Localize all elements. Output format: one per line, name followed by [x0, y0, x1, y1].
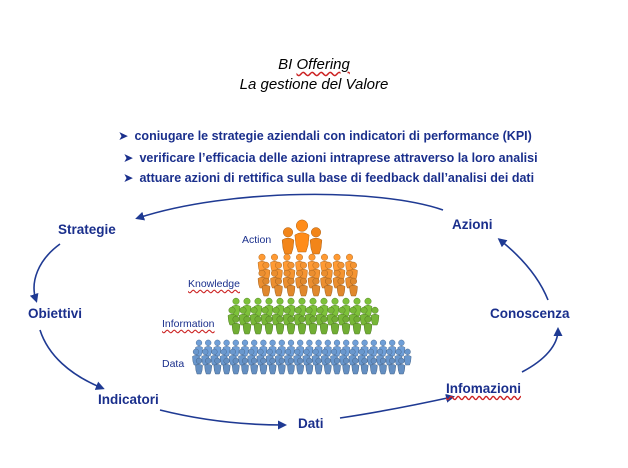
person-data — [259, 357, 268, 375]
arrow-dati-informazioni — [339, 393, 455, 419]
person-knowledge — [311, 277, 321, 297]
arrow-informazioni-conoscenza — [521, 327, 563, 373]
person-data — [403, 348, 412, 366]
arrow-indicatori-dati — [159, 409, 287, 430]
person-information — [341, 315, 351, 335]
person-data — [250, 357, 259, 375]
person-action — [281, 227, 295, 255]
arrow-bullet-icon: ➤ — [123, 171, 134, 185]
node-azioni: Azioni — [452, 217, 493, 232]
person-data — [388, 357, 397, 375]
node-obiettivi: Obiettivi — [28, 306, 83, 321]
person-knowledge — [349, 277, 358, 297]
person-knowledge — [324, 277, 333, 297]
level-label-knowledge: Knowledge — [188, 278, 240, 290]
person-data — [204, 339, 213, 357]
person-information — [286, 315, 296, 335]
person-data — [204, 357, 213, 375]
person-knowledge — [261, 277, 271, 297]
node-strategie: Strategie — [58, 222, 116, 237]
person-data — [397, 357, 406, 375]
person-information — [308, 315, 318, 335]
person-data — [369, 357, 378, 375]
person-knowledge — [286, 277, 296, 297]
arrow-strategie-obiettivi — [29, 243, 61, 303]
person-information — [352, 315, 362, 335]
title-prefix: BI — [278, 56, 297, 73]
person-knowledge — [336, 277, 346, 297]
arrow-obiettivi-indicatori — [39, 329, 105, 390]
person-data — [296, 357, 305, 375]
person-data — [241, 357, 249, 375]
person-data — [277, 357, 286, 375]
arrow-conoscenza-azioni — [497, 238, 549, 301]
bullet-text: coniugare le strategie aziendali con ind… — [134, 129, 532, 143]
person-data — [342, 357, 351, 375]
person-data — [213, 357, 222, 375]
person-information — [253, 315, 263, 335]
person-knowledge — [299, 277, 308, 297]
person-data — [323, 357, 332, 375]
slide-title: BI Offering — [0, 56, 628, 73]
person-data — [351, 357, 360, 375]
person-information — [264, 315, 274, 335]
level-label-information: Information — [162, 318, 215, 330]
person-information — [231, 315, 241, 335]
person-information — [330, 315, 340, 335]
arrow-azioni-strategie — [135, 193, 444, 221]
person-information — [363, 315, 373, 335]
person-data — [314, 357, 323, 375]
person-data — [231, 357, 240, 375]
person-information — [242, 315, 252, 335]
person-information — [275, 315, 285, 335]
level-label-action: Action — [242, 234, 272, 246]
person-data — [305, 357, 314, 375]
bullet-text: verificare l’efficacia delle azioni intr… — [139, 151, 538, 165]
bullet-item: ➤ verificare l’efficacia delle azioni int… — [123, 150, 538, 165]
person-action — [309, 227, 323, 255]
node-conoscenza: Conoscenza — [490, 306, 570, 321]
person-data — [195, 357, 203, 375]
bullet-item: ➤ coniugare le strategie aziendali con in… — [118, 128, 532, 143]
slide-subtitle: La gestione del Valore — [239, 76, 389, 93]
person-data — [268, 357, 277, 375]
person-data — [333, 357, 341, 375]
person-data — [222, 357, 231, 375]
person-information — [319, 315, 329, 335]
node-indicatori: Indicatori — [98, 392, 159, 407]
person-action — [294, 219, 310, 253]
title-offering: Offering — [296, 56, 350, 73]
arrow-bullet-icon: ➤ — [123, 151, 134, 165]
person-data — [287, 357, 295, 375]
person-information — [370, 306, 380, 326]
person-information — [297, 315, 307, 335]
person-data — [360, 357, 369, 375]
person-knowledge — [274, 277, 283, 297]
level-label-data: Data — [162, 358, 185, 370]
bullet-item: ➤ attuare azioni di rettifica sulla base … — [123, 170, 534, 185]
bullet-text: attuare azioni di rettifica sulla base d… — [139, 171, 535, 185]
person-information — [238, 306, 248, 326]
node-informazioni: Infomazioni — [446, 381, 521, 396]
node-dati: Dati — [298, 416, 324, 431]
arrow-bullet-icon: ➤ — [118, 129, 129, 143]
people-pyramid — [192, 219, 412, 375]
person-data — [379, 357, 387, 375]
